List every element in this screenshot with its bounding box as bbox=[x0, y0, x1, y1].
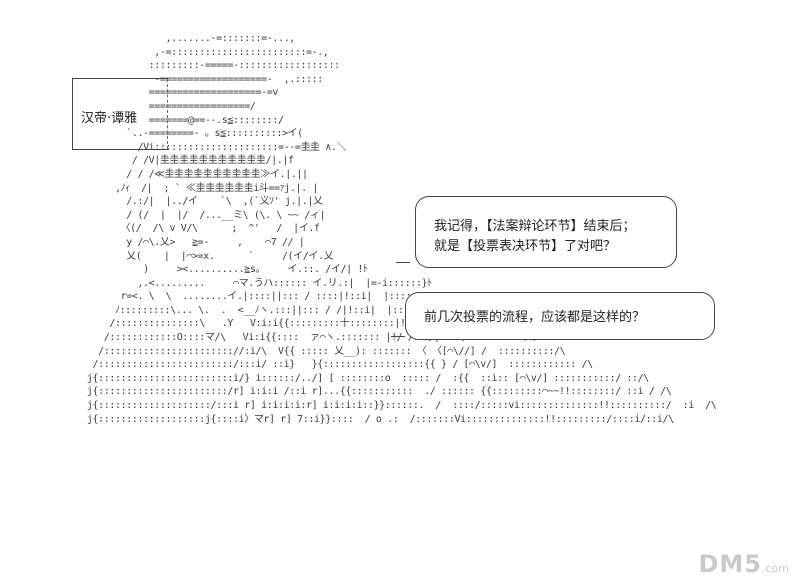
character-name: 汉帝·谭雅 bbox=[81, 111, 138, 126]
dialogue-line: 就是【投票表决环节】了对吧？ bbox=[434, 239, 617, 254]
watermark-text: DM5 bbox=[698, 550, 762, 578]
dialogue-line: 我记得，【法案辩论环节】结束后； bbox=[434, 219, 636, 234]
ascii-art-character: ,.......-=:::::::=-..., ,-=:::::::::::::… bbox=[86, 33, 717, 425]
watermark-suffix: .com bbox=[762, 562, 789, 575]
speech-bubble-1: 我记得，【法案辩论环节】结束后； 就是【投票表决环节】了对吧？ bbox=[415, 196, 677, 268]
speech-bubble-tail bbox=[396, 262, 410, 263]
speech-bubble-tail bbox=[391, 336, 405, 337]
speech-bubble-2: 前几次投票的流程，应该都是这样的？ bbox=[405, 292, 715, 340]
character-name-box: 汉帝·谭雅 bbox=[72, 78, 168, 150]
dialogue-line: 前几次投票的流程，应该都是这样的？ bbox=[424, 310, 646, 325]
site-watermark: DM5.com bbox=[698, 550, 789, 578]
